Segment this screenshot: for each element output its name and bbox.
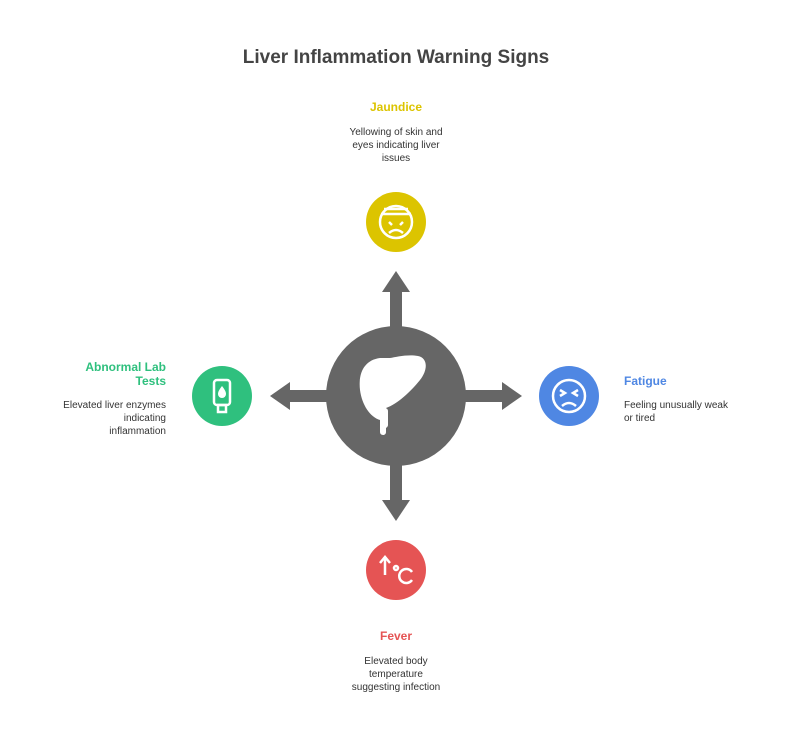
arrow-right [452,382,522,410]
jaundice-description-line: issues [381,153,411,164]
jaundice-description-line: Yellowing of skin and [349,127,443,138]
temperature-rise-celsius-icon [379,555,414,585]
fever-description-line: temperature [369,669,423,680]
fever-description-line: suggesting infection [351,682,441,693]
fatigue-description-line: Feeling unusually weak [624,400,728,411]
sick-face-bandage-icon [378,204,414,240]
jaundice-description: Yellowing of skin and eyes indicating li… [296,126,496,165]
lab-label-line: Abnormal Lab [85,360,166,374]
fever-description: Elevated body temperature suggesting inf… [296,655,496,694]
lab-label: Abnormal Lab Tests [16,360,166,388]
lab-label-line: Tests [135,374,166,388]
liver-icon [359,355,426,435]
lab-description: Elevated liver enzymes indicating inflam… [16,399,166,438]
lab-description-line: indicating [123,413,166,424]
tired-face-icon [551,378,587,414]
fatigue-description-line: or tired [624,413,656,424]
lab-description-line: inflammation [109,426,166,437]
arrow-left [270,382,340,410]
diagram-title: Liver Inflammation Warning Signs [242,47,550,68]
jaundice-label: Jaundice [369,100,423,114]
fever-label: Fever [379,629,413,643]
fatigue-circle [539,366,599,426]
blood-test-device-icon [212,378,232,414]
fatigue-label: Fatigue [624,374,667,388]
fever-description-line: Elevated body [364,656,428,667]
jaundice-description-line: eyes indicating liver [352,140,440,151]
lab-description-line: Elevated liver enzymes [63,400,166,411]
fatigue-description: Feeling unusually weak or tired [624,399,774,425]
jaundice-circle [366,192,426,252]
